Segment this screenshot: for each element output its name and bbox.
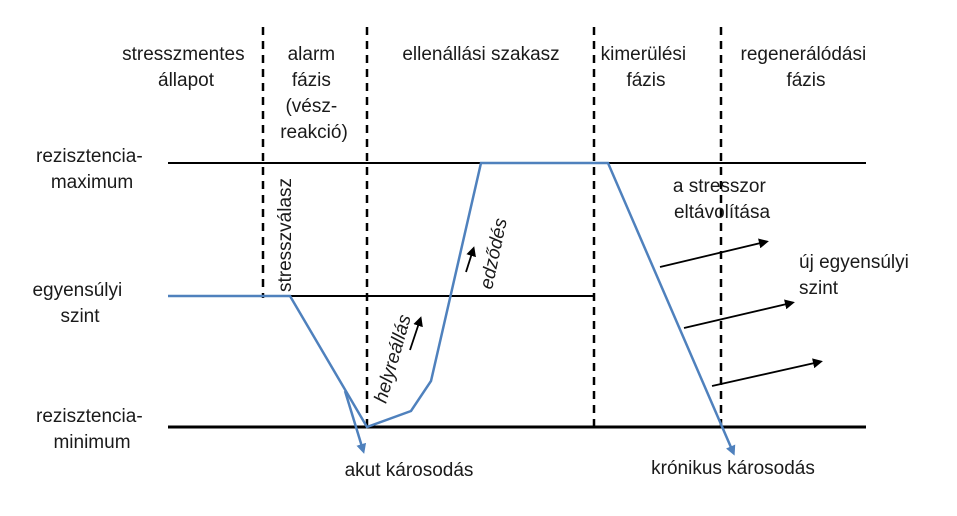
regeneration-arrow-1 — [659, 238, 769, 268]
phase-resistance-label: ellenállási szakasz — [402, 44, 559, 65]
phase-alarm-label: alarm fázis (vész- reakció) — [280, 44, 348, 143]
min-level-label: rezisztencia- minimum — [36, 406, 148, 453]
phase-stress-free-label: stresszmentes állapot — [122, 44, 250, 91]
equilibrium-level-label: egyensúlyi szint — [32, 280, 127, 327]
phase-regeneration-label: regenerálódási fázis — [741, 44, 872, 91]
recovery-arrow — [409, 316, 423, 351]
hardening-label: edződés — [476, 216, 512, 291]
max-level-label: rezisztencia- maximum — [36, 146, 148, 193]
resistance-curve — [168, 161, 736, 456]
chronic-damage-label: krónikus károsodás — [651, 458, 815, 479]
phase-exhaustion-label: kimerülési fázis — [601, 44, 692, 91]
acute-damage-label: akut károsodás — [345, 460, 474, 481]
recovery-label: helyreállás — [371, 312, 416, 406]
regeneration-arrow-2 — [683, 299, 795, 329]
acute-damage-arrow — [343, 390, 367, 454]
stress-response-label: stresszválasz — [275, 178, 296, 292]
new-equilibrium-label: új egyensúlyi szint — [799, 252, 914, 299]
hardening-arrow — [465, 246, 476, 273]
stressor-removal-label: a stresszor eltávolítása — [673, 176, 771, 223]
regeneration-arrow-3 — [711, 358, 823, 387]
